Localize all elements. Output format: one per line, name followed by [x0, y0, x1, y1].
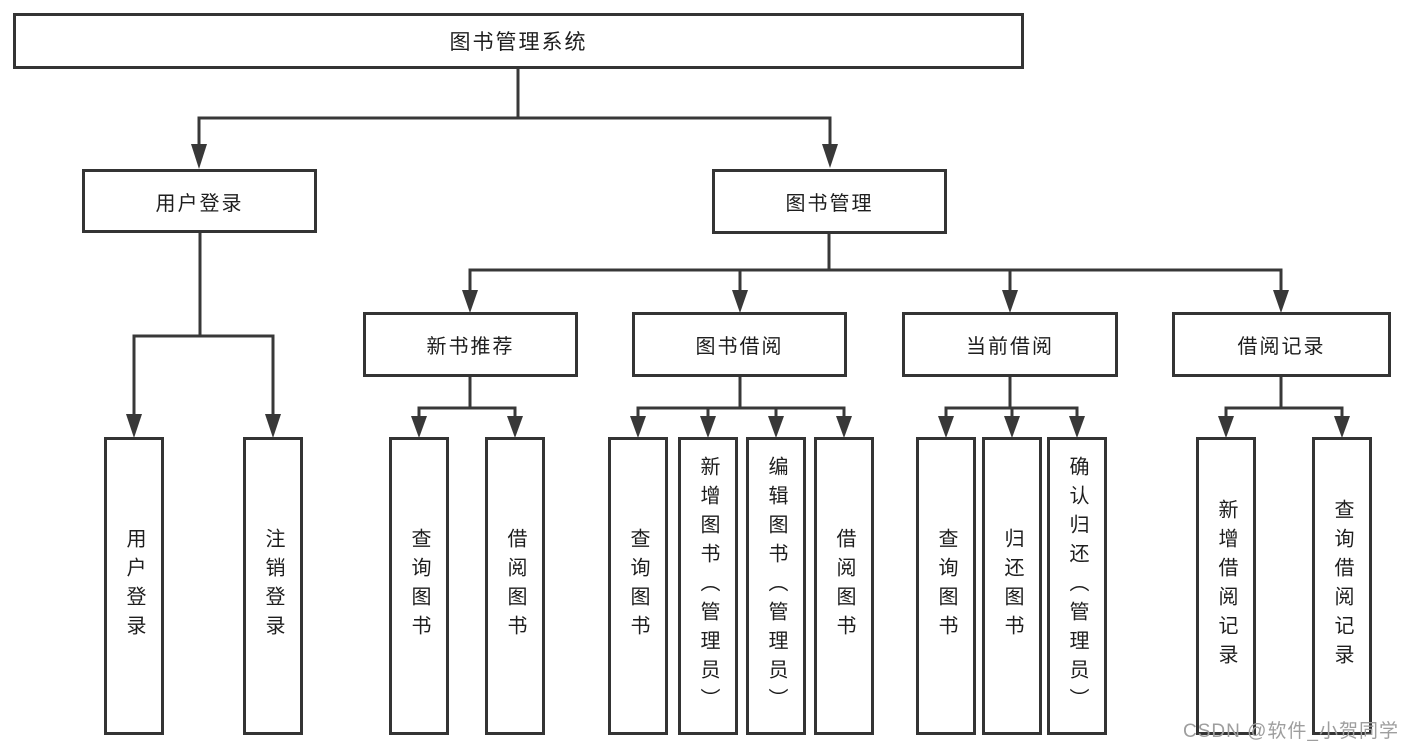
node-borrow-records: 借阅记录 — [1172, 312, 1391, 377]
node-label: 新增图书（管理员） — [697, 455, 719, 717]
node-label: 查询借阅记录 — [1331, 499, 1353, 673]
node-label: 借阅图书 — [833, 528, 855, 644]
leaf-query-borrow-record: 查询借阅记录 — [1312, 437, 1372, 735]
node-label: 查询图书 — [408, 528, 430, 644]
leaf-borrow-book: 借阅图书 — [814, 437, 874, 735]
leaf-query-book-current: 查询图书 — [916, 437, 976, 735]
node-label: 查询图书 — [935, 528, 957, 644]
node-new-book-recommend: 新书推荐 — [363, 312, 578, 377]
node-label: 注销登录 — [262, 528, 284, 644]
leaf-edit-book-admin: 编辑图书（管理员） — [746, 437, 806, 735]
node-label: 查询图书 — [627, 528, 649, 644]
leaf-add-borrow-record: 新增借阅记录 — [1196, 437, 1256, 735]
node-label: 编辑图书（管理员） — [765, 455, 787, 717]
node-library-system: 图书管理系统 — [13, 13, 1024, 69]
node-label: 新书推荐 — [426, 336, 515, 358]
arrowheads — [126, 144, 1350, 438]
node-current-borrow: 当前借阅 — [902, 312, 1118, 377]
leaf-add-book-admin: 新增图书（管理员） — [678, 437, 738, 735]
node-label: 用户登录 — [155, 192, 244, 215]
leaf-logout: 注销登录 — [243, 437, 303, 735]
leaf-query-book-recommend: 查询图书 — [389, 437, 449, 735]
leaf-query-book-borrow: 查询图书 — [608, 437, 668, 735]
leaf-user-login: 用户登录 — [104, 437, 164, 735]
node-book-borrow: 图书借阅 — [632, 312, 847, 377]
node-label: 图书管理系统 — [449, 31, 588, 54]
node-label: 当前借阅 — [966, 336, 1054, 358]
node-label: 借阅图书 — [504, 528, 526, 644]
node-label: 确认归还（管理员） — [1066, 455, 1088, 717]
node-label: 新增借阅记录 — [1215, 499, 1237, 673]
node-label: 图书管理 — [785, 193, 874, 215]
leaf-borrow-book-recommend: 借阅图书 — [485, 437, 545, 735]
node-book-management: 图书管理 — [712, 169, 947, 234]
node-user-login: 用户登录 — [82, 169, 317, 233]
node-label: 用户登录 — [123, 528, 145, 644]
leaf-confirm-return-admin: 确认归还（管理员） — [1047, 437, 1107, 735]
node-label: 归还图书 — [1001, 528, 1023, 644]
watermark: CSDN @软件_小贺同学 — [1183, 721, 1399, 742]
node-label: 借阅记录 — [1237, 336, 1326, 358]
leaf-return-book: 归还图书 — [982, 437, 1042, 735]
node-label: 图书借阅 — [695, 336, 784, 358]
